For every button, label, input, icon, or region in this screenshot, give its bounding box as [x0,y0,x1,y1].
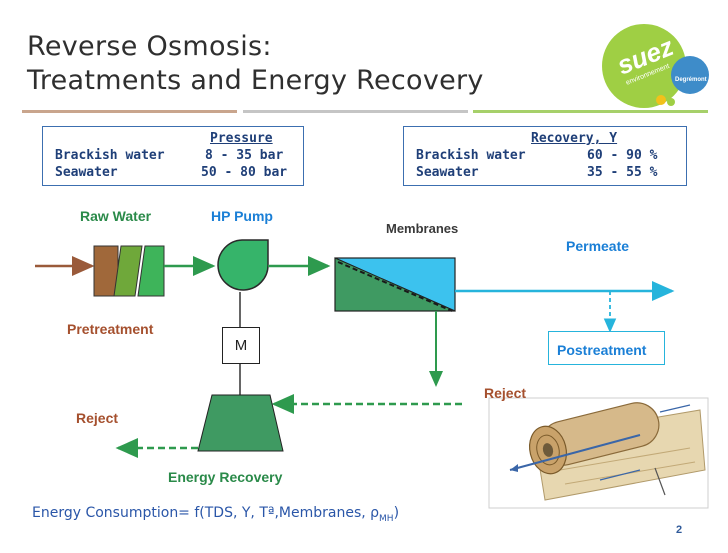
postreatment-label: Postreatment [557,342,647,358]
recovery-row-1-label: Brackish water [416,148,526,163]
postreatment-box: Postreatment [548,331,665,365]
page-number: 2 [676,524,683,536]
membrane-photo [488,397,709,509]
recovery-row-2-value: 35 - 55 % [587,165,658,180]
pretreatment-label: Pretreatment [67,321,154,337]
permeate-label: Permeate [566,238,630,254]
recovery-table: Recovery, Y Brackish water 60 - 90 % Sea… [403,126,687,186]
hp-pump-label: HP Pump [211,208,273,224]
energy-recovery-device [197,394,284,452]
pretreatment-filters [93,245,165,297]
energy-recovery-label: Energy Recovery [168,469,283,485]
hp-pump-icon [217,239,269,291]
reject-left-label: Reject [76,410,119,426]
formula-text: Energy Consumption= f(TDS, Y, Tª,Membran… [32,505,380,521]
recovery-header: Recovery, Y [531,131,618,146]
membrane-module [334,257,456,312]
title-line-1: Reverse Osmosis: [27,31,272,62]
pressure-row-2-value: 50 - 80 bar [201,165,288,180]
motor-label: M [234,337,248,354]
raw-water-label: Raw Water [80,208,152,224]
recovery-row-2-label: Seawater [416,165,479,180]
pressure-row-1-value: 8 - 35 bar [205,148,284,163]
divider-brown [22,110,237,113]
formula-close: ) [393,505,400,521]
energy-formula: Energy Consumption= f(TDS, Y, Tª,Membran… [32,505,399,524]
pressure-row-2-label: Seawater [55,165,118,180]
formula-subscript: MH [379,513,394,524]
suez-logo: suez environnement Degrémont [602,24,709,108]
page-title: Reverse Osmosis: Treatments and Energy R… [27,30,484,98]
pressure-header: Pressure [210,131,273,146]
reject-right-label: Reject [484,385,527,401]
pressure-row-1-label: Brackish water [55,148,165,163]
divider-green [473,110,708,113]
title-line-2: Treatments and Energy Recovery [27,65,484,96]
pressure-table: Pressure Brackish water 8 - 35 bar Seawa… [42,126,304,186]
divider-gray [243,110,468,113]
membranes-label: Membranes [386,221,459,236]
recovery-row-1-value: 60 - 90 % [587,148,658,163]
logo-partner: Degrémont [675,77,707,83]
motor-box: M [222,327,260,364]
